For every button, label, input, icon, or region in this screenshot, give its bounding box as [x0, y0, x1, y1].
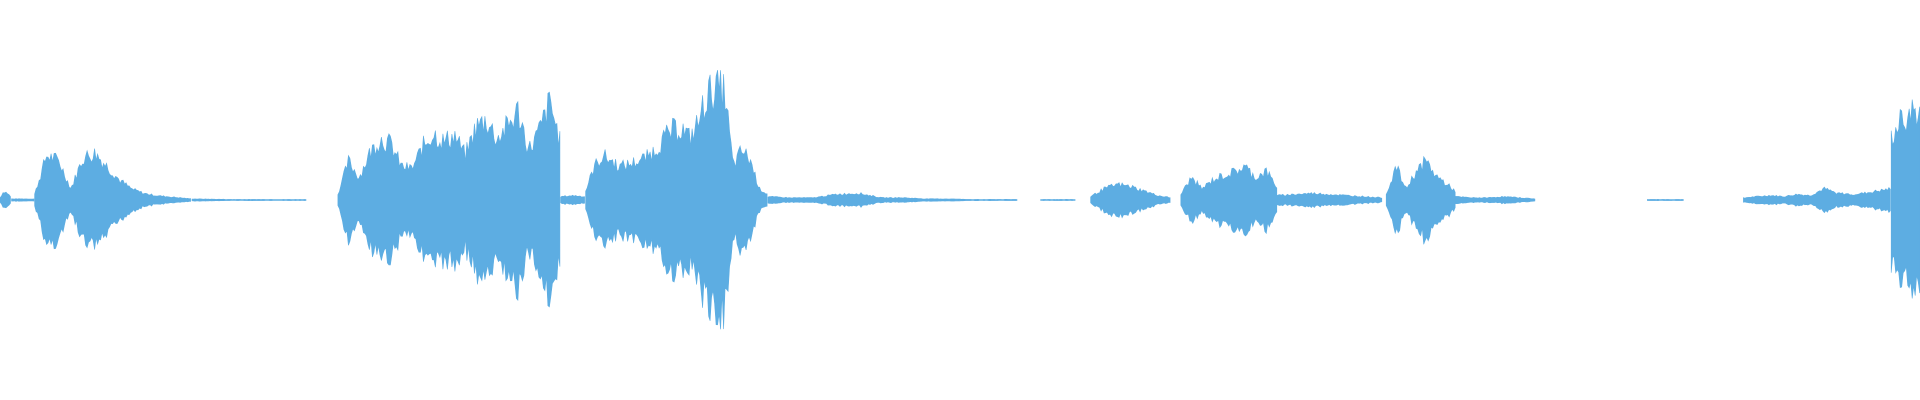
- waveform-segment-3: [191, 198, 307, 202]
- waveform-segments: [0, 70, 1920, 330]
- waveform-segment-2: [34, 148, 191, 250]
- waveform-segment-9: [1090, 182, 1171, 219]
- waveform-segment-11: [1276, 192, 1383, 209]
- waveform-segment-15: [1743, 186, 1891, 214]
- waveform-segment-0: [0, 191, 11, 209]
- waveform-segment-4: [337, 91, 561, 308]
- waveform-segment-7: [767, 192, 1018, 208]
- waveform-segment-10: [1180, 164, 1278, 237]
- waveform-segment-5: [560, 194, 585, 206]
- waveform-segment-12: [1385, 155, 1456, 245]
- waveform-segment-6: [585, 70, 768, 330]
- waveform-segment-1: [11, 198, 35, 202]
- waveform-segment-16: [1890, 99, 1920, 299]
- waveform-segment-8: [1040, 198, 1076, 201]
- waveform-segment-13: [1455, 195, 1536, 205]
- waveform-segment-14: [1647, 198, 1684, 202]
